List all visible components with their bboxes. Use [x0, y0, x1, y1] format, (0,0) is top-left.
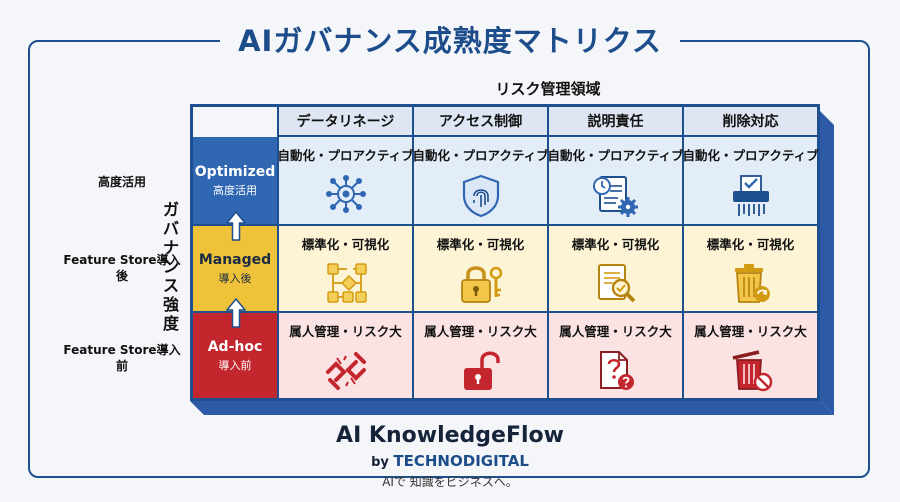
cell-managed-accountability: 標準化・可視化 — [549, 226, 684, 313]
network-gear-icon — [325, 175, 366, 213]
fingerprint-shield-icon — [462, 174, 499, 218]
cell-adhoc-lineage: 属人管理・リスク大 — [279, 313, 414, 398]
maturity-matrix: データリネージ アクセス制御 説明責任 削除対応 Optimized 高度活用 … — [190, 104, 820, 401]
cell-adhoc-access: 属人管理・リスク大 — [414, 313, 549, 398]
trash-refresh-icon — [734, 264, 770, 303]
level-adhoc-sub: 導入前 — [218, 358, 252, 372]
cell-optimized-access: 自動化・プロアクティブ — [412, 137, 549, 226]
header-corner — [193, 107, 279, 137]
document-search-check-icon — [597, 264, 635, 303]
arrow-up-icon — [226, 211, 246, 241]
brand-by: by — [371, 455, 394, 470]
level-managed-label: Managed — [198, 251, 272, 268]
cell-optimized-deletion: 自動化・プロアクティブ — [682, 137, 819, 226]
cell-managed-lineage: 標準化・可視化 — [279, 226, 414, 313]
level-managed-sub: 導入後 — [218, 271, 252, 285]
cell-managed-deletion: 標準化・可視化 — [684, 226, 817, 313]
row-axis-label: ガバナンス強度 — [162, 200, 179, 333]
cell-text: 属人管理・リスク大 — [289, 324, 402, 339]
cell-text: 自動化・プロアクティブ — [682, 148, 819, 163]
column-header-lineage: データリネージ — [279, 107, 414, 137]
external-label-adhoc: Feature Store導入前 — [63, 343, 181, 373]
brand-tagline: AIで 知識をビジネスへ。 — [382, 475, 518, 489]
page-title: AIガバナンス成熟度マトリクス — [220, 18, 680, 60]
cell-text: 自動化・プロアクティブ — [412, 148, 549, 163]
brand-company-name: TECHNODIGITAL — [393, 452, 529, 470]
trash-prohibited-icon — [732, 350, 772, 392]
arrow-up-icon — [226, 298, 246, 328]
shredder-document-icon — [732, 175, 769, 216]
cell-text: 自動化・プロアクティブ — [277, 148, 414, 163]
cell-adhoc-deletion: 属人管理・リスク大 — [684, 313, 817, 398]
column-header-deletion: 削除対応 — [684, 107, 817, 137]
level-adhoc-label: Ad-hoc — [207, 338, 263, 355]
document-question-icon — [599, 351, 634, 390]
document-clock-gear-icon — [592, 176, 638, 217]
flowchart-icon — [326, 263, 367, 303]
cell-text: 標準化・可視化 — [436, 237, 525, 252]
matrix-depth-bottom — [190, 401, 834, 415]
padlock-key-icon — [460, 266, 502, 303]
cell-optimized-accountability: 自動化・プロアクティブ — [547, 137, 684, 226]
cell-text: 属人管理・リスク大 — [694, 324, 807, 339]
brand-company: by TECHNODIGITAL — [0, 452, 900, 470]
column-header-accountability: 説明責任 — [549, 107, 684, 137]
cell-text: 標準化・可視化 — [571, 237, 660, 252]
level-optimized-label: Optimized — [194, 163, 276, 180]
column-header-access: アクセス制御 — [414, 107, 549, 137]
matrix-depth-right — [820, 111, 834, 415]
external-label-optimized: 高度活用 — [97, 175, 146, 189]
cell-optimized-lineage: 自動化・プロアクティブ — [277, 137, 414, 226]
broken-chain-icon — [325, 352, 366, 390]
cell-text: 属人管理・リスク大 — [559, 324, 672, 339]
open-padlock-icon — [463, 351, 500, 390]
cell-text: 自動化・プロアクティブ — [547, 148, 684, 163]
cell-text: 標準化・可視化 — [706, 237, 795, 252]
cell-text: 属人管理・リスク大 — [424, 324, 537, 339]
cell-adhoc-accountability: 属人管理・リスク大 — [549, 313, 684, 398]
column-axis-label: リスク管理領域 — [495, 80, 601, 98]
level-optimized-sub: 高度活用 — [213, 183, 257, 197]
cell-text: 標準化・可視化 — [301, 237, 390, 252]
brand-name: AI KnowledgeFlow — [336, 423, 564, 448]
external-label-managed: Feature Store導入後 — [63, 253, 181, 283]
cell-managed-access: 標準化・可視化 — [414, 226, 549, 313]
